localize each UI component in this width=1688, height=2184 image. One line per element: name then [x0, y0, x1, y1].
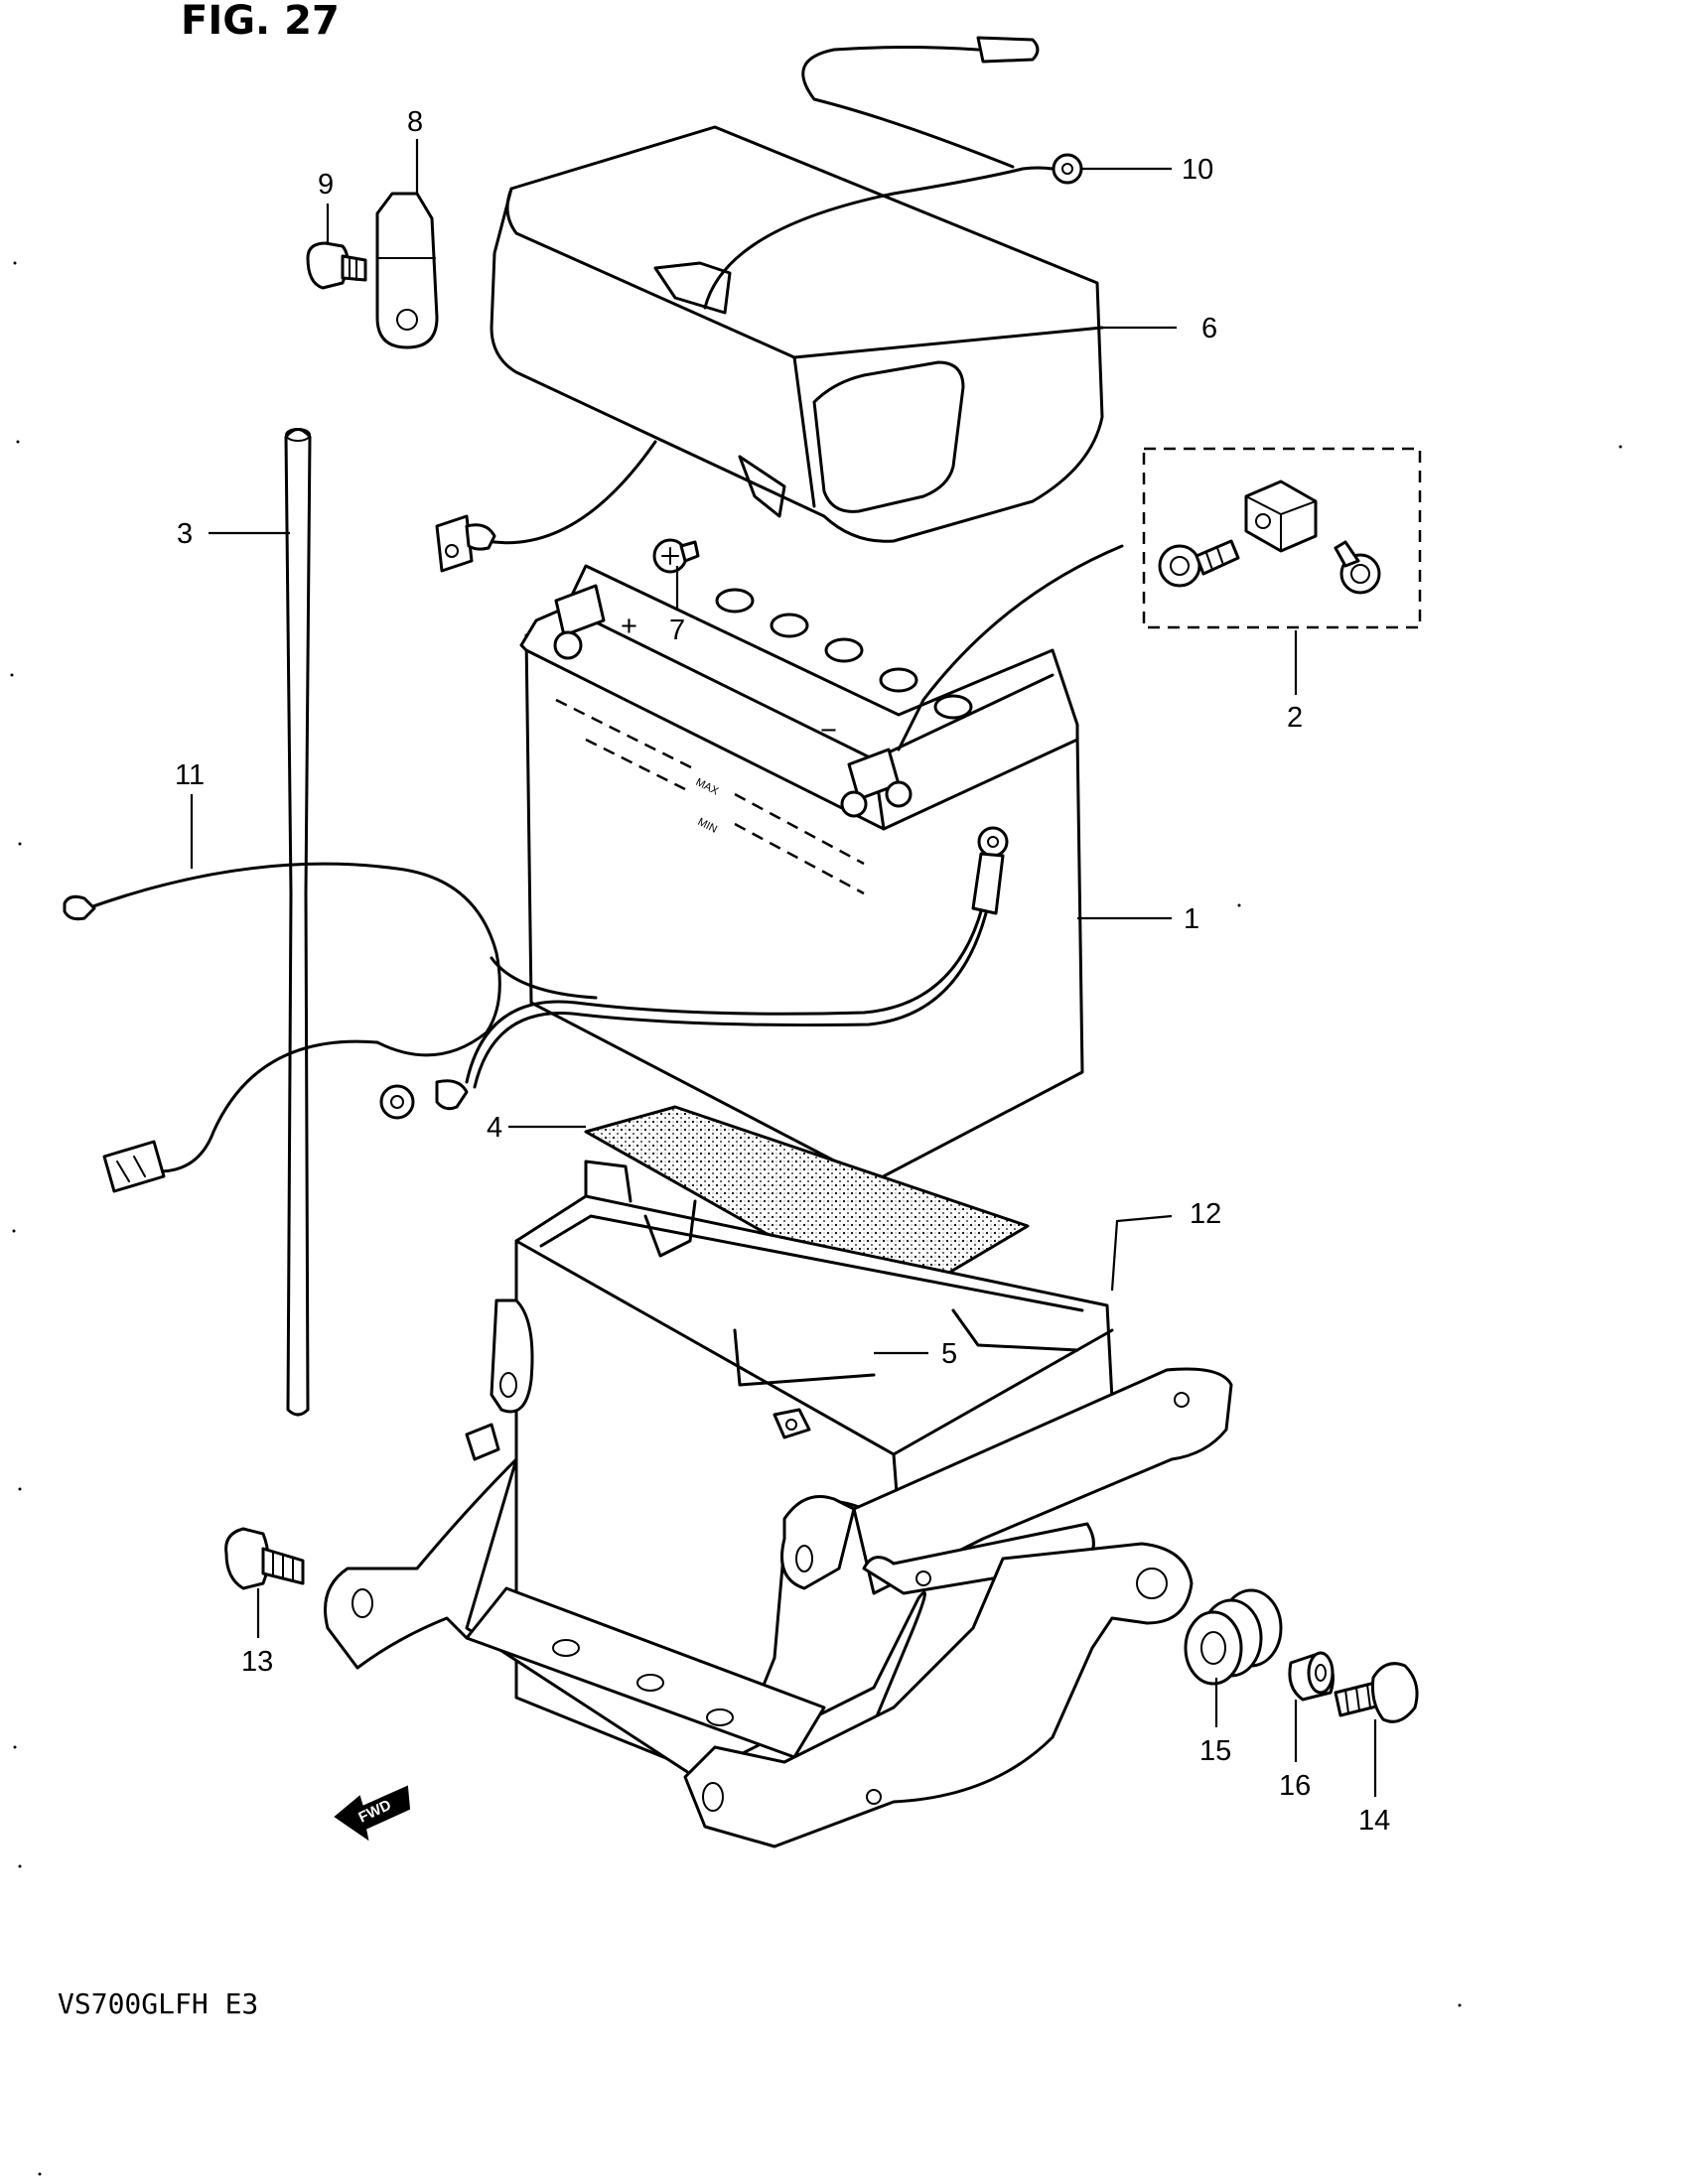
callout-16: 16 [1279, 1770, 1311, 1802]
callout-8: 8 [407, 106, 423, 138]
leader-lines [190, 139, 1377, 1797]
clamp-bolt [306, 241, 367, 290]
figure-title: FIG. 27 [181, 0, 340, 44]
breather-hose [284, 428, 312, 1417]
callout-6: 6 [1201, 313, 1217, 344]
mounting-bolt-left [224, 1527, 305, 1590]
terminal-lead-wire [897, 544, 1124, 751]
terminal-screw [652, 538, 700, 574]
battery-cover [490, 125, 1104, 543]
model-code: VS700GLFH E3 [58, 1987, 258, 2020]
callout-7: 7 [669, 614, 685, 646]
callout-15: 15 [1199, 1735, 1231, 1767]
battery-bracket [324, 1367, 1233, 1848]
callout-9: 9 [318, 169, 334, 201]
callout-11: 11 [175, 759, 205, 791]
callout-10: 10 [1182, 154, 1213, 186]
terminal-bolt-set [1142, 447, 1422, 629]
callout-1: 1 [1184, 903, 1199, 935]
callout-2: 2 [1287, 702, 1303, 734]
mounting-bolt-right [1334, 1662, 1419, 1723]
callout-13: 13 [241, 1646, 273, 1678]
battery-plus-mark: + [621, 611, 637, 642]
callout-3: 3 [177, 518, 193, 550]
scan-specks [10, 261, 1622, 2176]
battery: + − MAX MIN [519, 564, 1084, 1183]
callout-5: 5 [941, 1338, 957, 1370]
callout-4: 4 [487, 1112, 502, 1144]
cover-cable [703, 36, 1083, 310]
callout-14: 14 [1358, 1805, 1390, 1837]
spacer-collar [1288, 1651, 1335, 1702]
callout-12: 12 [1190, 1198, 1221, 1230]
wiring-harness [63, 862, 598, 1193]
rubber-grommet [1184, 1588, 1283, 1686]
callout-numbers: 1 2 3 4 5 6 7 8 9 10 11 12 13 14 15 16 [175, 106, 1390, 1837]
forward-direction-arrow: FWD [334, 1785, 411, 1842]
cable-clamp [375, 192, 439, 349]
battery-minus-mark: − [820, 715, 837, 747]
battery-negative-lead [379, 826, 1009, 1120]
battery-positive-lead [435, 440, 657, 573]
